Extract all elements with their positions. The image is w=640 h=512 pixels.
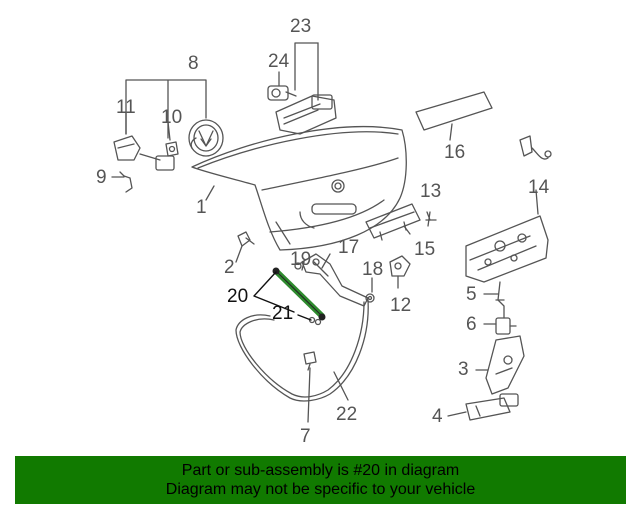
callout-3: 3 (458, 359, 469, 380)
callout-19: 19 (290, 249, 312, 270)
callout-10: 10 (161, 107, 183, 128)
latch-bracket (465, 135, 552, 283)
latch-parts (465, 281, 525, 421)
callout-5: 5 (466, 284, 477, 305)
gas-strut-highlight (272, 267, 326, 321)
strut-outline (275, 270, 323, 317)
callout-15: 15 (414, 239, 436, 260)
strut-end-bottom (318, 313, 326, 321)
banner-line-part: Part or sub-assembly is #20 in diagram (181, 462, 460, 479)
stud (237, 231, 255, 247)
part-info-banner: Part or sub-assembly is #20 in diagram D… (15, 456, 626, 504)
hinge-group (294, 253, 411, 307)
callout-21: 21 (272, 303, 294, 324)
callout-17: 17 (338, 237, 360, 258)
emblem-group (113, 119, 224, 193)
license-plate-trim (415, 91, 493, 131)
trunk-lid (191, 125, 407, 251)
callout-24: 24 (268, 51, 290, 72)
callout-11: 11 (116, 97, 136, 118)
handle-group (365, 203, 437, 241)
seal-group (235, 299, 369, 402)
callout-14: 14 (528, 177, 550, 198)
callout-12: 12 (390, 295, 412, 316)
strut-end-top (272, 267, 280, 275)
fasteners (308, 316, 322, 326)
callout-6: 6 (466, 314, 477, 335)
callout-9: 9 (96, 167, 107, 188)
banner-line-disclaimer: Diagram may not be specific to your vehi… (165, 481, 476, 498)
callout-23: 23 (290, 16, 312, 37)
callout-20: 20 (227, 286, 249, 307)
parts-diagram (111, 42, 552, 423)
callout-16: 16 (444, 142, 466, 163)
callout-22: 22 (336, 404, 358, 425)
callout-13: 13 (420, 181, 442, 202)
callout-4: 4 (432, 406, 443, 427)
callout-8: 8 (188, 53, 199, 74)
highlight-leaders (253, 271, 312, 321)
lock-assembly (267, 85, 337, 135)
callout-1: 1 (196, 197, 207, 218)
callout-2: 2 (224, 257, 235, 278)
callout-18: 18 (362, 259, 384, 280)
callout-7: 7 (300, 426, 311, 447)
leader-lines (111, 42, 539, 423)
